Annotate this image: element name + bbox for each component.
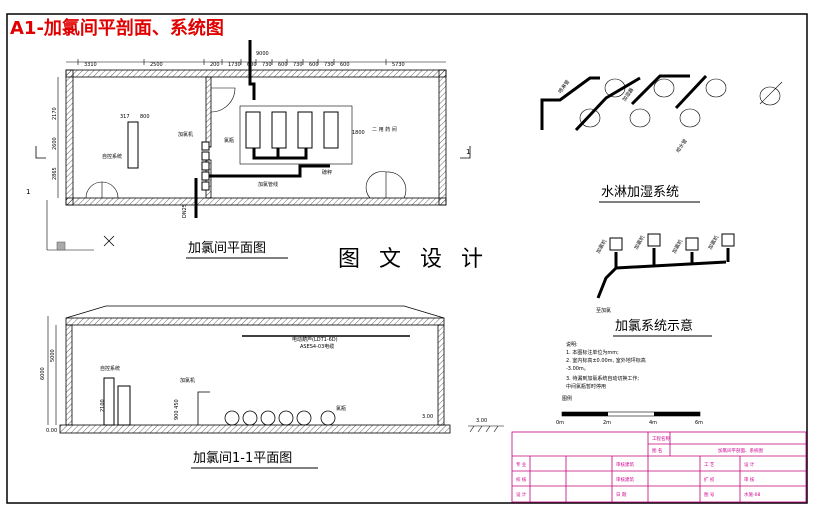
plan-section-mark-right: 1 xyxy=(466,148,470,156)
tb-drawing-label: 图 名 xyxy=(652,447,662,454)
plan-dim-left: 2600 xyxy=(52,137,58,150)
section-label-crane-sub: ASES4-03电缆 xyxy=(300,343,334,350)
chlor-caption: 加氯系统示意 xyxy=(615,318,693,334)
tb-cell: 设 计 xyxy=(516,491,527,498)
plan-dim-top: 730 xyxy=(293,62,303,68)
title-block: 工程名称 图 名 加氯间平剖面、系统图 专 业审核建筑工 艺设 计校 核审核建筑… xyxy=(511,431,807,503)
plan-label-autocontrol: 自控系统 xyxy=(102,153,122,160)
chlor-label-4: 至加氯 xyxy=(596,307,611,314)
chlorination-system: 加氯机 加氯机 加氯机 加氯机 至加氯 加氯系统示意 xyxy=(595,233,735,337)
plan-dim-top: 2500 xyxy=(150,62,163,68)
notes: 说明: 1. 本图标注单位为mm; 2. 室内标高±0.00m, 室外地坪标高 … xyxy=(562,341,646,402)
notes-line-2: -3.00m。 xyxy=(566,366,589,372)
section-caption: 加氯间1-1平面图 xyxy=(193,451,292,466)
tb-cell: 扩 初 xyxy=(704,476,715,483)
sheet-border xyxy=(6,13,808,504)
plan-label-scale: 磅秤 xyxy=(322,169,332,176)
plan-label-800: 800 xyxy=(140,114,150,120)
plan-label-317: 317 xyxy=(120,114,130,120)
section-label-cylinder: 氯瓶 xyxy=(336,405,346,412)
notes-line-4: 中间氯瓶暂时停用 xyxy=(566,383,606,390)
chlor-label-3: 加氯机 xyxy=(707,234,721,251)
section-elev-right: 3.00 xyxy=(422,414,433,420)
section-label-chlorinator: 加氯机 xyxy=(180,377,195,384)
plan-section-mark-left: 1 xyxy=(26,188,30,196)
chlor-label-0: 加氯机 xyxy=(595,238,609,255)
section-ground-elev: 3.00 xyxy=(476,418,487,424)
scale-label-3: 6m xyxy=(695,420,703,426)
tb-cell: 图 号 xyxy=(704,492,715,498)
notes-line-1: 2. 室内标高±0.00m, 室外地坪标高 xyxy=(566,357,646,364)
tb-cell: 设 计 xyxy=(744,461,755,468)
spray-caption: 水淋加湿系统 xyxy=(601,185,679,200)
plan-dim-top: 730 xyxy=(262,62,272,68)
plan-view: 3310 2500 200 1730 600 730 600 730 600 730 600 5730… xyxy=(26,40,470,259)
plan-dim-top: 5730 xyxy=(392,62,405,68)
section-label-autocontrol: 自控系统 xyxy=(100,365,120,372)
plan-dim-overall: 9000 xyxy=(256,51,269,57)
plan-dim-top: 600 xyxy=(309,62,319,68)
plan-caption: 加氯间平面图 xyxy=(188,241,266,256)
tb-cell: 审核建筑 xyxy=(616,476,634,483)
section-dim-h2: 5000 xyxy=(50,349,56,362)
spray-system: 喷淋管 加湿器 给水管 水淋加湿系统 xyxy=(540,74,783,203)
tb-project-label: 工程名称 xyxy=(652,435,670,442)
section-elev-left: 0.00 xyxy=(46,428,57,434)
tb-drawing-name: 加氯间平剖面、系统图 xyxy=(718,447,763,454)
section-dim-height: 6000 xyxy=(40,367,46,380)
plan-dim-top: 600 xyxy=(340,62,350,68)
plan-label-room2-dim: 1800 xyxy=(352,130,365,136)
plan-dim-top: 200 xyxy=(210,62,220,68)
tb-cell: 日 期 xyxy=(616,492,627,498)
tb-cell: 校 核 xyxy=(516,476,527,483)
scale-bar: 0m 2m 4m 6m xyxy=(556,411,703,426)
section-view: 自控系统 加氯机 电动葫芦(LDT1-6D) ASES4-03电缆 氯瓶 600… xyxy=(40,305,504,469)
plan-dim-top: 600 xyxy=(278,62,288,68)
section-dim-h3: 2100 xyxy=(100,399,106,412)
tb-cell: 工 艺 xyxy=(704,462,715,468)
plan-label-cylinder: 氯瓶 xyxy=(224,137,234,144)
tb-cell: 专 业 xyxy=(516,461,527,468)
sheet-title: A1-加氯间平剖面、系统图 xyxy=(10,17,224,39)
tb-cell: 审 核 xyxy=(744,476,755,483)
spray-label-2: 给水管 xyxy=(674,138,688,154)
tb-cell: 审核建筑 xyxy=(616,461,634,468)
notes-line-0: 1. 本图标注单位为mm; xyxy=(566,349,619,356)
scale-label-2: 4m xyxy=(649,420,657,426)
plan-dim-left: 2170 xyxy=(52,107,58,120)
notes-line-3: 3. 待漏到加氯系统自动切换工作; xyxy=(566,375,639,382)
plan-label-room2: 二 用 药 间 xyxy=(372,126,397,133)
tb-cell: 水施-08 xyxy=(744,491,760,498)
chlor-label-2: 加氯机 xyxy=(671,238,685,255)
notes-title: 说明: xyxy=(566,341,578,348)
plan-dim-top: 730 xyxy=(324,62,334,68)
scale-label-0: 0m xyxy=(556,420,564,426)
notes-legend: 图例 xyxy=(562,395,572,402)
plan-dim-left: 2865 xyxy=(52,167,58,180)
plan-dim-top: 1730 xyxy=(228,62,241,68)
section-dim-h4: 900 450 xyxy=(174,399,180,420)
section-label-crane: 电动葫芦(LDT1-6D) xyxy=(292,336,338,343)
chlor-label-1: 加氯机 xyxy=(633,234,647,251)
plan-label-chlorinator: 加氯机 xyxy=(178,131,193,138)
plan-label-dn: DN25 xyxy=(182,204,188,218)
plan-dim-top: 3310 xyxy=(84,62,97,68)
scale-label-1: 2m xyxy=(603,420,611,426)
center-title: 图 文 设 计 xyxy=(338,247,489,272)
plan-dim-top: 600 xyxy=(247,62,257,68)
plan-label-pipe: 加氯管线 xyxy=(258,181,278,188)
